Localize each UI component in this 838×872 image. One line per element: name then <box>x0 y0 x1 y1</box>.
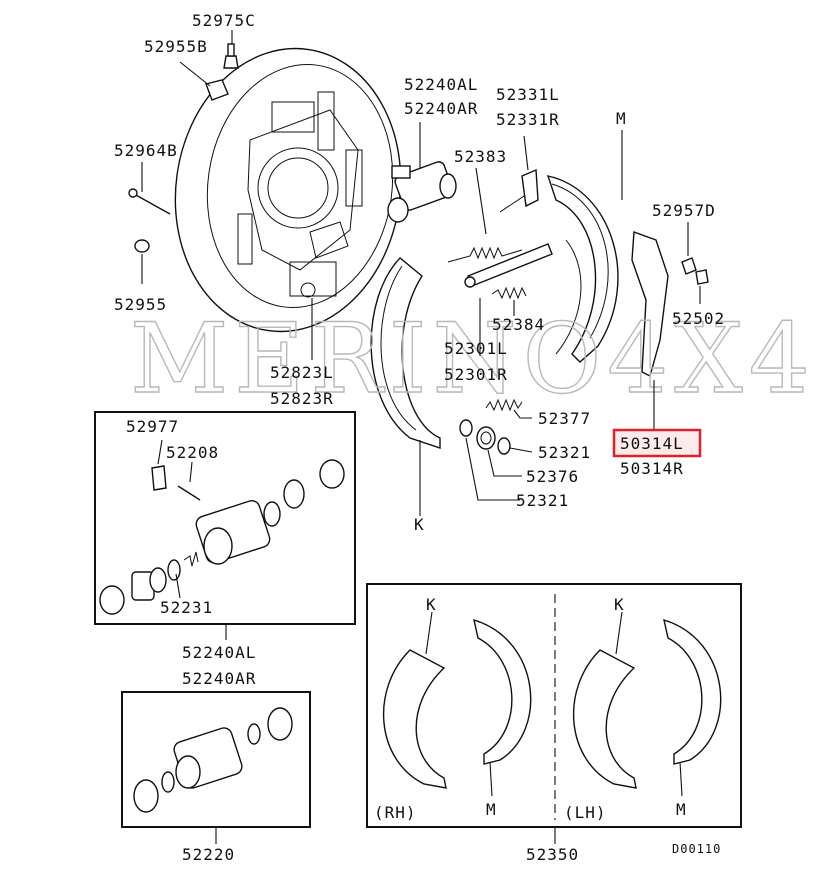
label-rh: (RH) <box>374 803 417 822</box>
label-52231[interactable]: 52231 <box>160 598 213 617</box>
spring-52376[interactable] <box>476 426 496 450</box>
label-M-lh[interactable]: M <box>676 800 687 819</box>
label-52502[interactable]: 52502 <box>672 309 725 328</box>
label-52383[interactable]: 52383 <box>454 147 507 166</box>
label-52240AL-top[interactable]: 52240AL <box>404 75 478 94</box>
label-52384[interactable]: 52384 <box>492 315 545 334</box>
label-M-rh[interactable]: M <box>486 800 497 819</box>
parking-brake-lever-50314[interactable] <box>631 231 669 378</box>
label-50314R[interactable]: 50314R <box>620 459 684 478</box>
exploded-cylinder-box <box>94 411 356 625</box>
label-lh: (LH) <box>564 803 607 822</box>
label-52331L[interactable]: 52331L <box>496 85 560 104</box>
brake-shoe-M[interactable] <box>546 175 619 363</box>
spring-52377[interactable] <box>485 398 523 412</box>
label-52208[interactable]: 52208 <box>166 443 219 462</box>
bolt-52975C[interactable] <box>223 43 239 69</box>
bolt-52964B[interactable] <box>128 188 171 215</box>
label-K-rh[interactable]: K <box>426 595 437 614</box>
spring-52384[interactable] <box>491 286 527 300</box>
label-52331R[interactable]: 52331R <box>496 110 560 129</box>
label-52823L[interactable]: 52823L <box>270 363 334 382</box>
diagram-code: D00110 <box>672 842 721 856</box>
label-52240AR-bottom[interactable]: 52240AR <box>182 669 256 688</box>
label-52955B[interactable]: 52955B <box>144 37 208 56</box>
watermark: MERINO4X4 <box>130 303 816 415</box>
part-labels: 52975C 52955B 52240AL 52240AR 52331L 523… <box>114 11 725 864</box>
label-52240AR-top[interactable]: 52240AR <box>404 99 478 118</box>
clip-52957D[interactable] <box>681 257 697 275</box>
label-52350[interactable]: 52350 <box>526 845 579 864</box>
adjuster-52301[interactable] <box>464 243 553 288</box>
label-K-mid[interactable]: K <box>414 515 425 534</box>
label-52321-b[interactable]: 52321 <box>516 491 569 510</box>
backing-plate <box>174 47 402 333</box>
label-52955[interactable]: 52955 <box>114 295 167 314</box>
spring-52383[interactable] <box>447 175 535 263</box>
label-52975C[interactable]: 52975C <box>192 11 256 30</box>
washer-52502[interactable] <box>695 269 709 285</box>
cylinder-assembly-box <box>121 691 311 828</box>
label-K-lh[interactable]: K <box>614 595 625 614</box>
label-52301L[interactable]: 52301L <box>444 339 508 358</box>
label-M-top[interactable]: M <box>616 109 627 128</box>
wheel-cylinder-52240[interactable] <box>387 160 457 223</box>
label-52964B[interactable]: 52964B <box>114 141 178 160</box>
label-52957D[interactable]: 52957D <box>652 201 716 220</box>
shoe-set-box <box>366 583 742 828</box>
wheel-cylinder-52220 <box>133 707 293 813</box>
nut-52955B[interactable] <box>205 79 229 101</box>
lever-52331[interactable] <box>521 168 539 208</box>
label-52321-a[interactable]: 52321 <box>538 443 591 462</box>
label-52823R[interactable]: 52823R <box>270 389 334 408</box>
washer-52321[interactable] <box>459 419 511 455</box>
brake-shoe-K[interactable] <box>370 257 441 449</box>
label-52376[interactable]: 52376 <box>526 467 579 486</box>
plug-52955[interactable] <box>134 239 150 253</box>
label-52220[interactable]: 52220 <box>182 845 235 864</box>
label-50314L[interactable]: 50314L <box>620 434 684 453</box>
label-52977[interactable]: 52977 <box>126 417 179 436</box>
leader-lines <box>141 30 701 844</box>
exploded-wheel-cylinder <box>99 459 345 615</box>
shoe-set-rh <box>382 618 532 789</box>
label-52377[interactable]: 52377 <box>538 409 591 428</box>
label-52240AL-bottom[interactable]: 52240AL <box>182 643 256 662</box>
highlight-box <box>612 428 702 458</box>
label-52301R[interactable]: 52301R <box>444 365 508 384</box>
shoe-set-lh <box>572 618 722 789</box>
